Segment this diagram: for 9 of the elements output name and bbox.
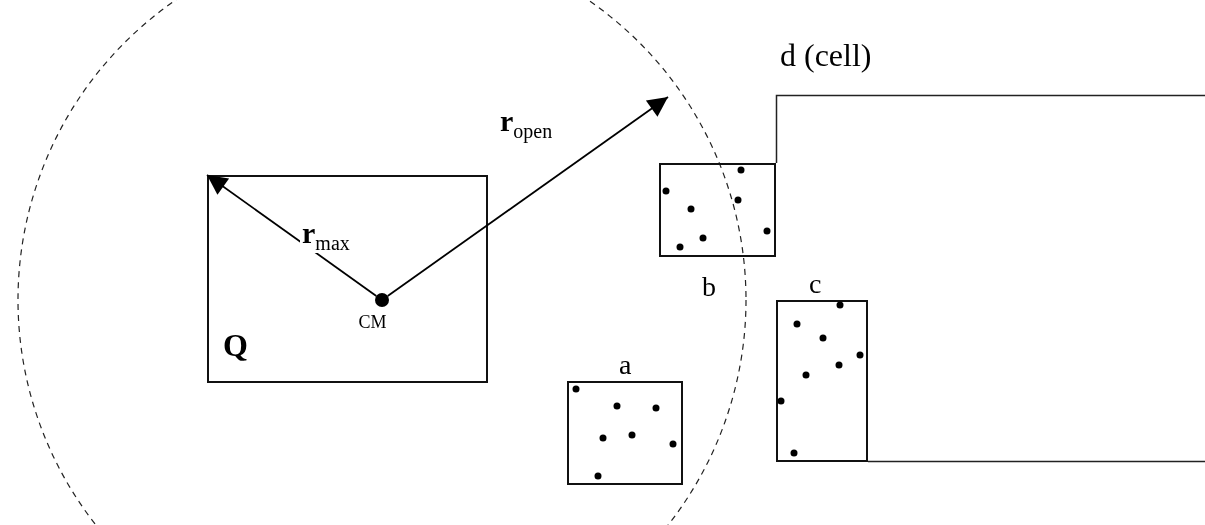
region-label: b: [702, 273, 716, 301]
region-label: d (cell): [780, 39, 872, 71]
point-label: CM: [358, 312, 387, 331]
region-label: a: [619, 351, 632, 379]
arrow: [206, 174, 378, 297]
region-box: [207, 175, 488, 383]
region-label: c: [809, 270, 822, 298]
region-label: Q: [223, 329, 248, 361]
arrow: [386, 96, 669, 297]
